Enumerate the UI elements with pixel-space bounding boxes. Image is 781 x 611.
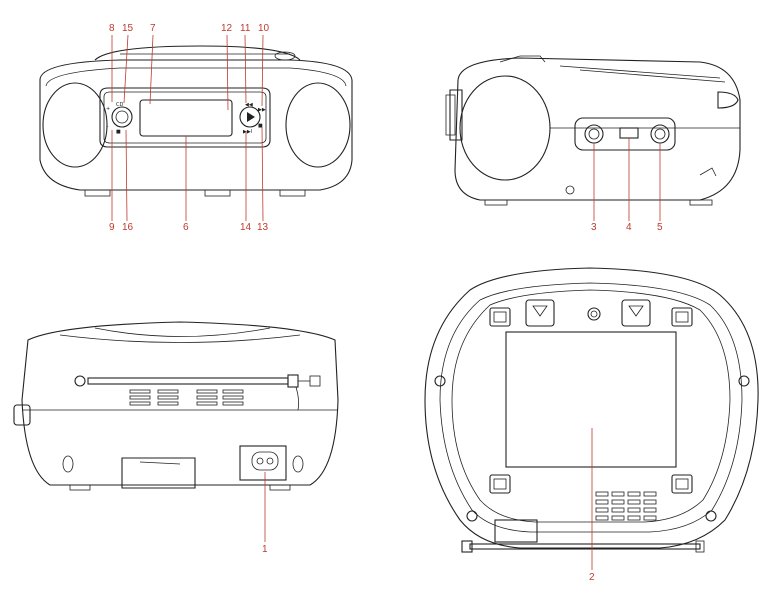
ac-socket[interactable] [239, 445, 287, 481]
callout-11: 11 [240, 23, 251, 34]
callout-16: 16 [122, 222, 134, 233]
callout-10: 10 [258, 23, 270, 34]
callout-12: 12 [221, 23, 233, 34]
callout-13: 13 [257, 222, 269, 233]
front-callouts: 8 15 7 12 11 10 9 16 6 14 13 [109, 23, 270, 233]
battery-compartment [505, 331, 677, 468]
callout-3: 3 [591, 222, 597, 233]
callout-8: 8 [109, 23, 115, 34]
bottom-callouts: 2 [589, 428, 595, 583]
callout-1: 1 [262, 544, 268, 555]
rear-callouts: 1 [262, 472, 268, 555]
svg-text:+: + [106, 106, 110, 112]
callout-7: 7 [150, 23, 156, 34]
svg-text:■: ■ [116, 129, 121, 135]
vent-grille [129, 389, 244, 406]
callout-6: 6 [183, 222, 189, 233]
svg-text:▶▶: ▶▶ [258, 107, 266, 113]
play-pause-button[interactable] [239, 106, 261, 128]
svg-text:▶▶I: ▶▶I [243, 129, 252, 135]
side-callouts: 3 4 5 [591, 138, 663, 233]
callout-5: 5 [657, 222, 663, 233]
svg-text:■: ■ [258, 123, 263, 129]
callout-15: 15 [122, 23, 134, 34]
bottom-view [424, 267, 759, 553]
callout-2: 2 [589, 572, 595, 583]
callout-4: 4 [626, 222, 632, 233]
svg-text:◀◀: ◀◀ [245, 102, 253, 108]
front-view: CD + – ■ ◀◀ ▶▶ ■ ▶▶I [39, 45, 353, 197]
left-speaker [42, 82, 108, 168]
usb-port[interactable] [619, 127, 639, 139]
usb-cd-button[interactable] [111, 106, 133, 128]
bottom-vent [595, 491, 657, 521]
rear-view [13, 321, 339, 491]
svg-text:CD: CD [116, 102, 123, 108]
right-speaker [285, 82, 351, 168]
side-view [445, 55, 741, 206]
lcd-display [139, 99, 233, 137]
antenna [87, 377, 289, 385]
callout-9: 9 [109, 222, 115, 233]
svg-text:–: – [106, 124, 109, 130]
connector-panel [574, 117, 676, 151]
callout-14: 14 [240, 222, 252, 233]
